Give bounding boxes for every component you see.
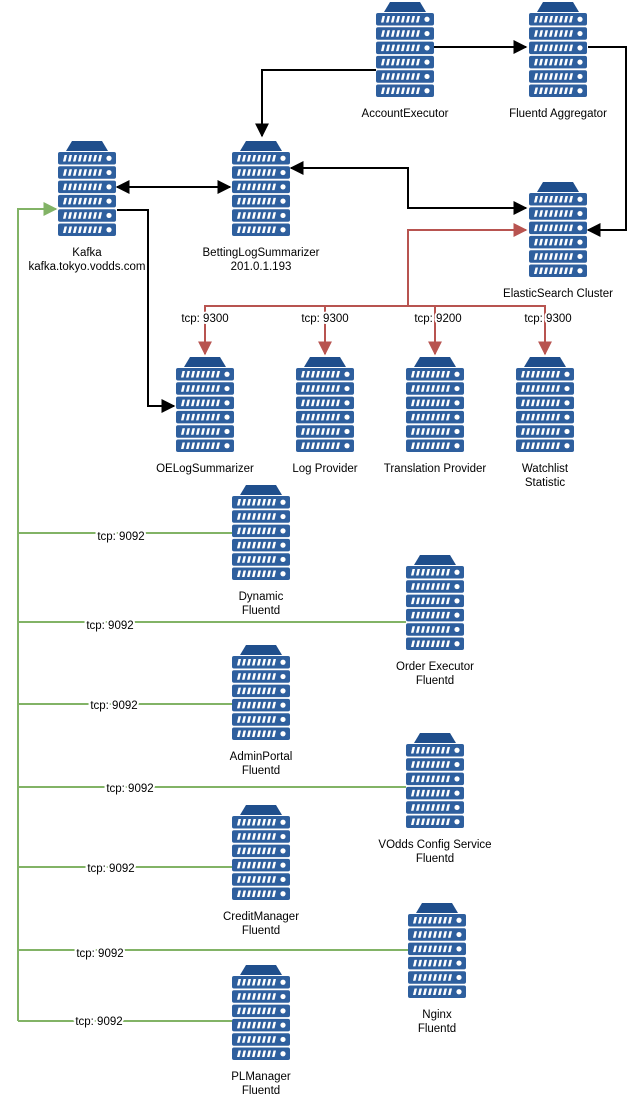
node-label-line: Fluentd	[242, 605, 280, 617]
node-label-line: Fluentd	[418, 1023, 456, 1035]
node-label-line: 201.0.1.193	[231, 261, 292, 273]
server-icon	[406, 733, 464, 828]
server-icon	[232, 485, 290, 580]
node-label-line: kafka.tokyo.vodds.com	[29, 261, 146, 273]
edge-label-nginx: tcp: 9092	[76, 948, 123, 960]
node-label-line: Fluentd	[242, 1085, 280, 1097]
edge-label-creditmanager: tcp: 9092	[87, 863, 134, 875]
node-label-line: Fluentd	[416, 853, 454, 865]
edge-label-watchlist: tcp: 9300	[524, 313, 571, 325]
node-fluentd-aggregator[interactable]: Fluentd Aggregator	[509, 2, 607, 120]
node-elastic[interactable]: ElasticSearch Cluster	[503, 182, 613, 300]
node-label-line: OELogSummarizer	[156, 463, 254, 475]
node-betting-log[interactable]: BettingLogSummarizer 201.0.1.193	[203, 141, 320, 273]
edge-label-plmanager: tcp: 9092	[75, 1016, 122, 1028]
node-label-line: Fluentd	[416, 675, 454, 687]
server-icon	[58, 141, 116, 236]
node-label-line: Kafka	[72, 247, 102, 259]
server-icon	[529, 2, 587, 97]
node-account-executor[interactable]: AccountExecutor	[362, 2, 449, 120]
edge-elastic-logprovider	[318, 305, 408, 356]
edge-account-to-betting	[255, 69, 376, 138]
server-icon	[408, 903, 466, 998]
server-icon	[529, 182, 587, 277]
edge-label-adminportal: tcp: 9092	[90, 700, 137, 712]
node-label-line: Translation Provider	[384, 463, 487, 475]
edge-label-orderexec: tcp: 9092	[86, 620, 133, 632]
node-label-line: CreditManager	[223, 911, 299, 923]
edge-elastic-hub	[407, 223, 528, 306]
node-label-line: Log Provider	[292, 463, 357, 475]
server-icon	[376, 2, 434, 97]
node-label-line: Fluentd	[242, 925, 280, 937]
server-icon	[406, 357, 464, 452]
server-icon	[232, 805, 290, 900]
server-icon	[406, 555, 464, 650]
server-icon	[176, 357, 234, 452]
edge-label-translation: tcp: 9200	[414, 313, 461, 325]
server-icon	[296, 357, 354, 452]
node-label-line: AdminPortal	[230, 751, 293, 763]
server-icon	[232, 141, 290, 236]
edge-label-dynamic: tcp: 9092	[97, 531, 144, 543]
server-icon	[516, 357, 574, 452]
edge-label-oelog: tcp: 9300	[181, 313, 228, 325]
node-log-provider[interactable]: Log Provider	[292, 357, 358, 475]
node-label-line: Order Executor	[396, 661, 474, 673]
node-kafka[interactable]: Kafka kafka.tokyo.vodds.com	[29, 141, 146, 273]
edge-elastic-watchlist	[408, 305, 552, 356]
node-label-line: PLManager	[231, 1071, 291, 1083]
node-translation[interactable]: Translation Provider	[384, 357, 487, 475]
node-label-line: Nginx	[422, 1009, 452, 1021]
node-label-line: AccountExecutor	[362, 108, 449, 120]
node-oe-log[interactable]: OELogSummarizer	[156, 357, 254, 475]
node-label-line: Dynamic	[239, 591, 284, 603]
node-label-line: ElasticSearch Cluster	[503, 288, 613, 300]
edge-betting-elastic	[289, 161, 528, 215]
server-icon	[232, 645, 290, 740]
node-label-line: Statistic	[525, 477, 566, 489]
node-label-line: Fluentd	[242, 765, 280, 777]
node-label-line: Watchlist	[522, 463, 569, 475]
node-label-line: Fluentd Aggregator	[509, 108, 607, 120]
node-label-line: BettingLogSummarizer	[203, 247, 320, 259]
server-icon	[232, 965, 290, 1060]
edge-aggregator-to-elastic	[586, 46, 627, 237]
edge-kafka-oelog	[117, 209, 176, 413]
edge-green-bus	[17, 202, 58, 1021]
edge-label-voddsconfig: tcp: 9092	[106, 783, 153, 795]
edge-label-logprovider: tcp: 9300	[301, 313, 348, 325]
node-label-line: VOdds Config Service	[378, 839, 491, 851]
